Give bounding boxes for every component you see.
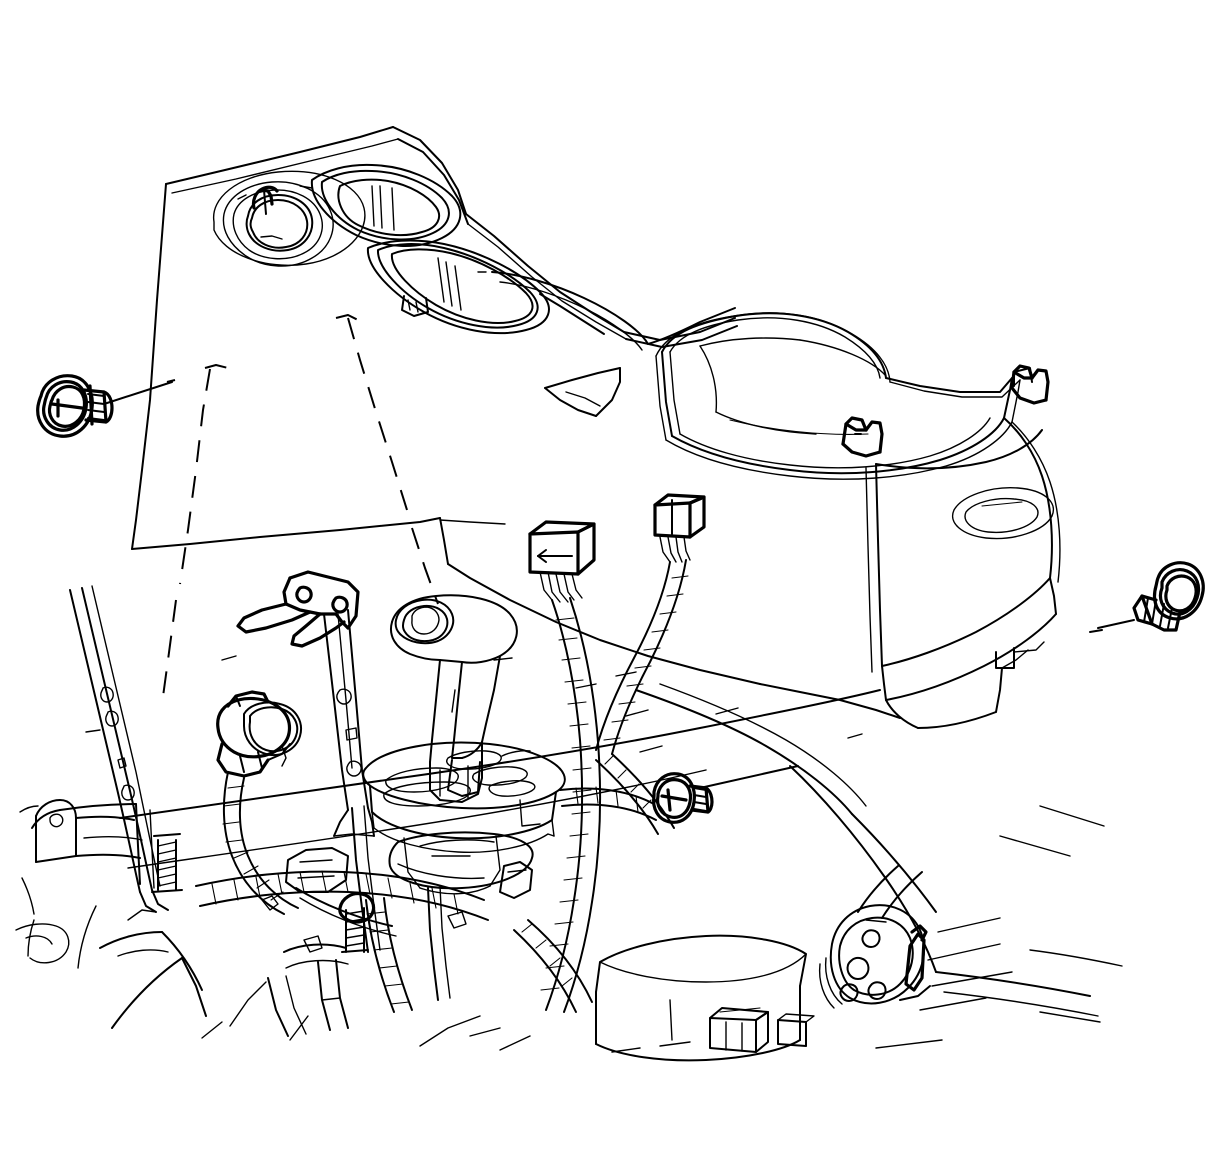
shift-control-assembly <box>151 805 534 1037</box>
console-side-panel <box>865 367 1057 729</box>
hinge-bracket-front <box>841 416 884 458</box>
cup-holder-front <box>310 163 462 247</box>
console-top-plate-details <box>212 163 736 351</box>
seat-belt-anchor <box>818 865 1013 1049</box>
screw-icon <box>652 772 714 824</box>
screw-icon <box>1132 561 1205 632</box>
cup-holder-rear <box>366 239 550 335</box>
wiring-connectors <box>528 493 706 603</box>
connector-a <box>528 520 596 603</box>
control-module <box>595 934 815 1062</box>
callout-fastener-right-rear[interactable] <box>1089 561 1205 633</box>
storage-bin <box>655 312 1061 583</box>
hidden-mounting-outline <box>161 314 439 705</box>
leader-line-fastener-right-rear <box>1097 619 1135 629</box>
leader-line-fastener-left <box>103 381 173 405</box>
threaded-post <box>338 892 376 953</box>
spring-adjuster <box>151 833 183 893</box>
support-rail <box>19 585 169 957</box>
shift-gate-plate <box>362 741 566 854</box>
leader-line-fastener-center-floor <box>699 765 799 789</box>
screw-icon <box>36 374 114 438</box>
miscellaneous-detail-lines <box>85 655 1101 1053</box>
console-body <box>131 126 901 719</box>
harness-main <box>195 559 689 1013</box>
callout-fastener-left[interactable] <box>36 374 173 438</box>
callout-fastener-center-floor[interactable] <box>652 765 799 824</box>
shift-lever-assembly <box>362 594 566 895</box>
side-panel-recess <box>951 487 1055 540</box>
floor-bracket-left <box>19 799 143 915</box>
accessory-socket <box>222 181 334 267</box>
connector-b <box>653 493 706 563</box>
actuator <box>216 690 302 778</box>
leader-line-fastener-right-rear-dash <box>1089 629 1103 633</box>
floor-pan <box>15 683 1123 1051</box>
